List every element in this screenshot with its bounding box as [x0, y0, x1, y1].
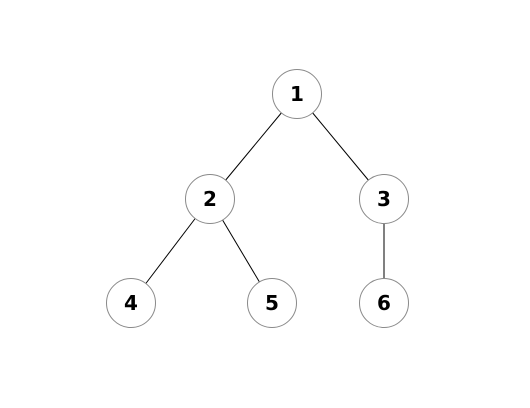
edge-n2-n4 [145, 218, 196, 284]
tree-node-n6: 6 [359, 278, 409, 328]
node-circle [272, 69, 322, 119]
node-circle [247, 278, 297, 328]
edges-layer [145, 112, 385, 284]
node-label: 1 [290, 82, 304, 106]
edge-n1-n2 [225, 112, 282, 181]
node-circle [185, 174, 235, 224]
tree-node-n2: 2 [185, 174, 235, 224]
node-label: 6 [377, 291, 391, 315]
tree-node-n3: 3 [359, 174, 409, 224]
edge-n1-n3 [312, 112, 369, 181]
edge-n2-n5 [222, 219, 260, 283]
node-label: 2 [203, 187, 217, 211]
tree-node-n5: 5 [247, 278, 297, 328]
tree-node-n4: 4 [106, 278, 156, 328]
node-label: 4 [124, 291, 138, 315]
node-circle [359, 278, 409, 328]
tree-node-n1: 1 [272, 69, 322, 119]
node-circle [106, 278, 156, 328]
node-circle [359, 174, 409, 224]
nodes-layer: 1 2 3 4 5 6 [106, 69, 409, 328]
node-label: 3 [377, 187, 391, 211]
node-label: 5 [265, 291, 279, 315]
